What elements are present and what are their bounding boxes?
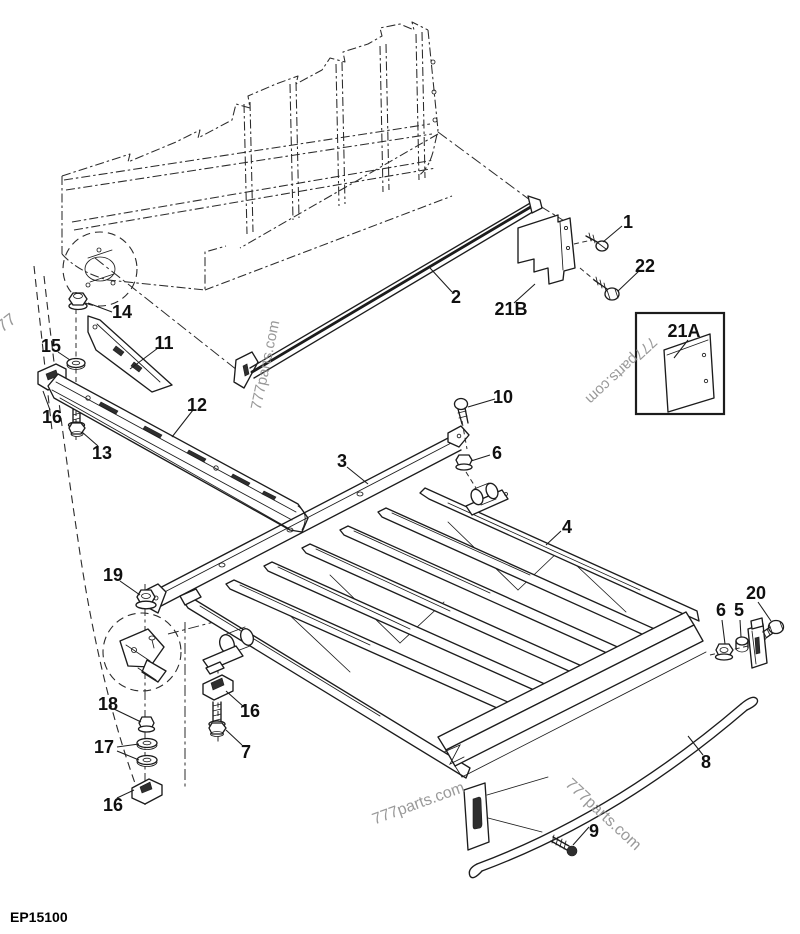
watermark-inset-box: 777parts.com (582, 333, 660, 407)
callout-6-middle: 6 (492, 443, 502, 463)
detail-circle-bracket (102, 612, 182, 692)
screw-1 (585, 232, 609, 252)
part-8-strap (468, 696, 759, 879)
callout-10: 10 (493, 387, 513, 407)
callout-4: 4 (562, 517, 572, 537)
bolt-7 (208, 701, 227, 737)
nut-18 (137, 716, 156, 733)
callout-15: 15 (41, 336, 61, 356)
callout-13: 13 (92, 443, 112, 463)
washer-15 (66, 357, 86, 370)
callout-9: 9 (589, 821, 599, 841)
callout-6-right: 6 (716, 600, 726, 620)
nut-6-middle (455, 454, 477, 489)
callout-2: 2 (451, 287, 461, 307)
callout-20: 20 (746, 583, 766, 603)
watermark-left-edge: 777 (0, 309, 20, 341)
part-4-grate (179, 482, 707, 851)
callout-22: 22 (635, 256, 655, 276)
watermark-bottom-center: 777parts.com (370, 779, 467, 828)
callout-8: 8 (701, 752, 711, 772)
part-11-gusset (87, 315, 173, 393)
callout-3: 3 (337, 451, 347, 471)
bolt-10 (453, 397, 469, 450)
right-bracket-hardware (709, 617, 785, 669)
nut-19 (135, 589, 157, 610)
bolt-22 (593, 276, 620, 301)
callout-7: 7 (241, 742, 251, 762)
callout-12: 12 (187, 395, 207, 415)
callout-18: 18 (98, 694, 118, 714)
nut-14 (68, 292, 88, 311)
hopper-phantom-outline (61, 21, 453, 307)
callout-19: 19 (103, 565, 123, 585)
clip-16-right (202, 674, 234, 701)
watermarks: 777 777parts.com 777parts.com 777parts.c… (0, 309, 660, 854)
leader-lines (42, 225, 772, 846)
callout-17: 17 (94, 737, 114, 757)
callout-1: 1 (623, 212, 633, 232)
watermark-bottom-right: 777parts.com (562, 775, 644, 854)
callout-14: 14 (112, 302, 132, 322)
callout-11: 11 (154, 333, 173, 353)
drawing-code: EP15100 (10, 909, 68, 925)
bolt-13 (67, 405, 86, 437)
callout-labels: 1 22 2 21B 21A 10 6 3 14 15 11 16 13 12 … (41, 212, 766, 841)
callout-16-left: 16 (42, 407, 62, 427)
callout-5: 5 (734, 600, 744, 620)
clip-16-bottom (131, 778, 163, 805)
part-21a-inset (634, 311, 726, 416)
callout-21b: 21B (494, 299, 527, 319)
screw-9 (550, 834, 578, 857)
callout-16-bottom: 16 (103, 795, 123, 815)
callout-21a: 21A (667, 321, 700, 341)
washers-17 (136, 737, 158, 767)
callout-16-right: 16 (240, 701, 260, 721)
part-21b-bracket (517, 214, 576, 285)
alignment-lines (33, 131, 599, 806)
part-2-rail (233, 195, 543, 389)
part-12-rail (47, 373, 309, 533)
